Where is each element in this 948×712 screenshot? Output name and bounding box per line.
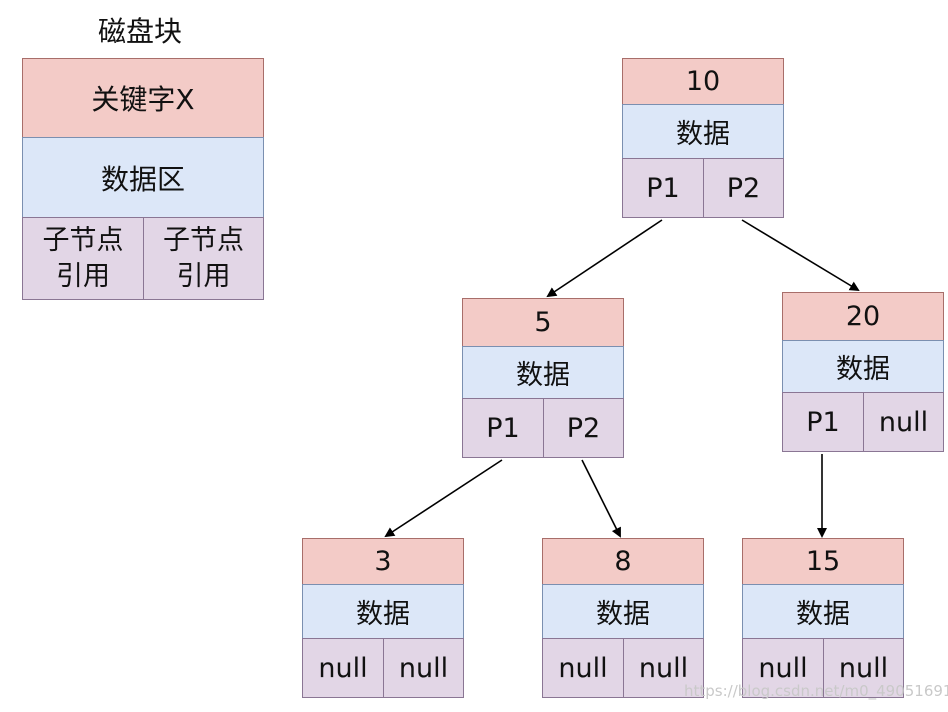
node-10-p1: P1 bbox=[622, 158, 704, 218]
node-8-left: null bbox=[542, 638, 624, 698]
node-8: 8 数据 null null bbox=[542, 538, 704, 700]
legend-key-cell: 关键字X bbox=[22, 58, 264, 138]
node-20: 20 数据 P1 null bbox=[782, 292, 944, 454]
node-10: 10 数据 P1 P2 bbox=[622, 58, 784, 220]
node-15-data: 数据 bbox=[742, 584, 904, 639]
node-8-right: null bbox=[623, 638, 704, 698]
node-3-right: null bbox=[383, 638, 464, 698]
edge-5-3 bbox=[384, 459, 503, 538]
node-3-data: 数据 bbox=[302, 584, 464, 639]
legend-title: 磁盘块 bbox=[98, 15, 183, 48]
node-10-data: 数据 bbox=[622, 104, 784, 159]
node-3-key: 3 bbox=[302, 538, 464, 585]
node-10-p2: P2 bbox=[703, 158, 784, 218]
node-20-null: null bbox=[863, 392, 944, 452]
legend-data-cell: 数据区 bbox=[22, 137, 264, 218]
node-15: 15 数据 null null bbox=[742, 538, 904, 700]
node-8-key: 8 bbox=[542, 538, 704, 585]
node-20-p1: P1 bbox=[782, 392, 864, 452]
node-15-right: null bbox=[823, 638, 904, 698]
node-5-data: 数据 bbox=[462, 346, 624, 399]
node-5-key: 5 bbox=[462, 298, 624, 347]
edge-5-8 bbox=[581, 459, 621, 538]
node-20-key: 20 bbox=[782, 292, 944, 341]
edge-10-20 bbox=[741, 219, 860, 292]
legend-ref-right: 子节点 引用 bbox=[143, 217, 264, 300]
legend-block: 关键字X 数据区 子节点 引用 子节点 引用 bbox=[22, 58, 264, 300]
node-10-key: 10 bbox=[622, 58, 784, 105]
node-20-data: 数据 bbox=[782, 340, 944, 393]
node-3: 3 数据 null null bbox=[302, 538, 464, 700]
node-8-data: 数据 bbox=[542, 584, 704, 639]
node-5-p1: P1 bbox=[462, 398, 544, 458]
node-5-p2: P2 bbox=[543, 398, 624, 458]
node-15-key: 15 bbox=[742, 538, 904, 585]
node-5: 5 数据 P1 P2 bbox=[462, 298, 624, 460]
edge-10-5 bbox=[546, 219, 663, 298]
legend-ref-left: 子节点 引用 bbox=[22, 217, 144, 300]
node-3-left: null bbox=[302, 638, 384, 698]
watermark-text: https://blog.csdn.net/m0_49051691 bbox=[684, 682, 948, 700]
node-15-left: null bbox=[742, 638, 824, 698]
